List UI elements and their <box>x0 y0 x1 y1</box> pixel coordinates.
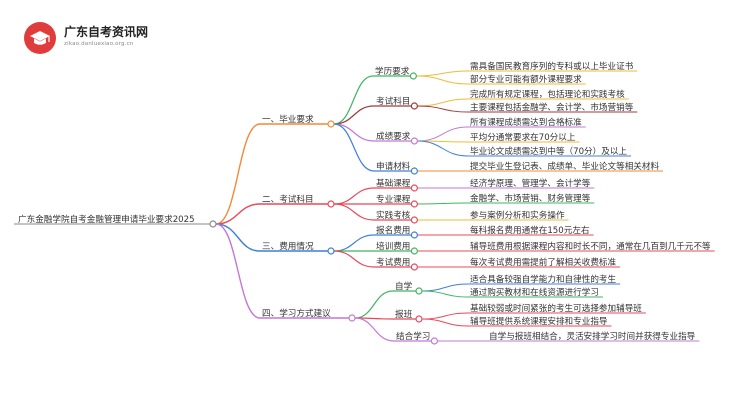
leaf-item: 提交毕业生登记表、成绩单、毕业论文等相关材料 <box>470 162 660 172</box>
node-dot <box>410 200 418 208</box>
connector-line <box>421 312 469 320</box>
leaf-item: 平均分通常要求在70分以上 <box>470 133 576 143</box>
site-title: 广东自考资讯网 <box>64 25 149 39</box>
node-dot <box>209 220 217 228</box>
leaf-item: 部分专业可能有额外课程要求 <box>470 75 582 85</box>
node-dot <box>430 337 438 345</box>
graduation-cap-icon <box>24 22 56 54</box>
leaf-item: 主要课程包括金融学、会计学、市场营销等 <box>470 103 634 113</box>
node-dot <box>410 184 418 192</box>
connector-line <box>333 187 375 205</box>
node-dot <box>410 137 418 145</box>
leaf-item: 辅导班费用根据课程内容和时长不同，通常在几百到几千元不等 <box>470 242 711 252</box>
leaf-item: 需具备国民教育序列的专科或以上毕业证书 <box>470 62 634 72</box>
leaf-item: 经济学原理、管理学、会计学等 <box>470 179 591 189</box>
connector-line <box>215 223 261 319</box>
node-dot <box>410 102 418 110</box>
sub-registration-fee: 报名费用 <box>376 226 411 236</box>
connector-line <box>333 203 375 221</box>
connector-line <box>333 75 374 125</box>
node-dot <box>327 120 335 128</box>
connector-line <box>417 202 469 205</box>
leaf-item: 适合具备较强自学能力和自律性的考生 <box>470 275 617 285</box>
connector-line <box>333 123 375 172</box>
sub-score-requirement: 成绩要求 <box>376 132 411 142</box>
sub-education-requirement: 学历要求 <box>375 67 410 77</box>
branch-fees: 三、费用情况 <box>262 242 314 252</box>
connector-line <box>354 290 394 319</box>
sub-combined-study: 结合学习 <box>396 332 431 342</box>
node-dot <box>327 200 335 208</box>
leaf-item: 通过购买教材和在线资源进行学习 <box>470 288 599 298</box>
site-subtitle: zikao.danluexiao.org.cn <box>64 41 134 47</box>
node-dot <box>348 314 356 322</box>
branch-graduation-requirements: 一、毕业要求 <box>262 115 314 125</box>
connector-line <box>333 105 375 125</box>
leaf-item: 每科报名费用通常在150元左右 <box>470 226 590 236</box>
root-node: 广东金融学院自考金融管理申请毕业要求2025 <box>18 215 195 225</box>
connector-line <box>417 126 469 142</box>
connector-line <box>333 234 375 252</box>
node-dot <box>410 247 418 255</box>
connector-line <box>417 140 469 157</box>
connector-line <box>421 290 469 298</box>
sub-basic-courses: 基础课程 <box>376 179 411 189</box>
connector-line <box>215 223 261 252</box>
connector-line <box>333 123 375 142</box>
sub-exam-subjects: 考试科目 <box>376 97 411 107</box>
node-dot <box>410 263 418 271</box>
leaf-item: 金融学、市场营销、财务管理等 <box>470 194 591 204</box>
connector-line <box>421 318 469 327</box>
branch-exam-subjects: 二、考试科目 <box>262 195 314 205</box>
sub-application-materials: 申请材料 <box>376 162 411 172</box>
node-dot <box>410 231 418 239</box>
node-dot <box>409 72 417 80</box>
site-logo: 广东自考资讯网 zikao.danluexiao.org.cn <box>22 20 222 56</box>
connector-line <box>215 123 261 225</box>
sub-tutoring-class: 报班 <box>395 310 413 320</box>
connector-line <box>416 75 469 85</box>
connector-line <box>421 283 469 292</box>
leaf-item: 所有课程成绩需达到合格标准 <box>470 118 582 128</box>
sub-major-courses: 专业课程 <box>376 195 411 205</box>
connector-line <box>417 105 469 113</box>
node-dot <box>415 315 423 323</box>
node-dot <box>415 287 423 295</box>
branch-study-methods: 四、学习方式建议 <box>262 309 331 319</box>
node-dot <box>410 216 418 224</box>
sub-exam-fee: 考试费用 <box>376 258 411 268</box>
connector-line <box>416 70 469 77</box>
connector-line <box>333 250 375 268</box>
leaf-item: 辅导班提供系统课程安排和专业指导 <box>470 317 608 327</box>
sub-training-fee: 培训费用 <box>376 242 411 252</box>
node-dot <box>410 167 418 175</box>
leaf-item: 每次考试费用需提前了解相关收费标准 <box>470 258 617 268</box>
leaf-item: 参与案例分析和实务操作 <box>470 211 565 221</box>
leaf-item: 基础较弱或时间紧张的考生可选择参加辅导班 <box>470 304 642 314</box>
connector-line <box>354 317 395 342</box>
node-dot <box>327 247 335 255</box>
sub-self-study: 自学 <box>395 282 413 292</box>
leaf-item: 自学与报班相结合，灵活安排学习时间并获得专业指导 <box>489 332 696 342</box>
leaf-item: 完成所有规定课程，包括理论和实践考核 <box>470 90 625 100</box>
connector-line <box>417 98 469 107</box>
sub-practical-assessment: 实践考核 <box>376 211 411 221</box>
connector-line <box>215 203 261 225</box>
leaf-item: 毕业论文成绩需达到中等（70分）及以上 <box>470 147 628 157</box>
